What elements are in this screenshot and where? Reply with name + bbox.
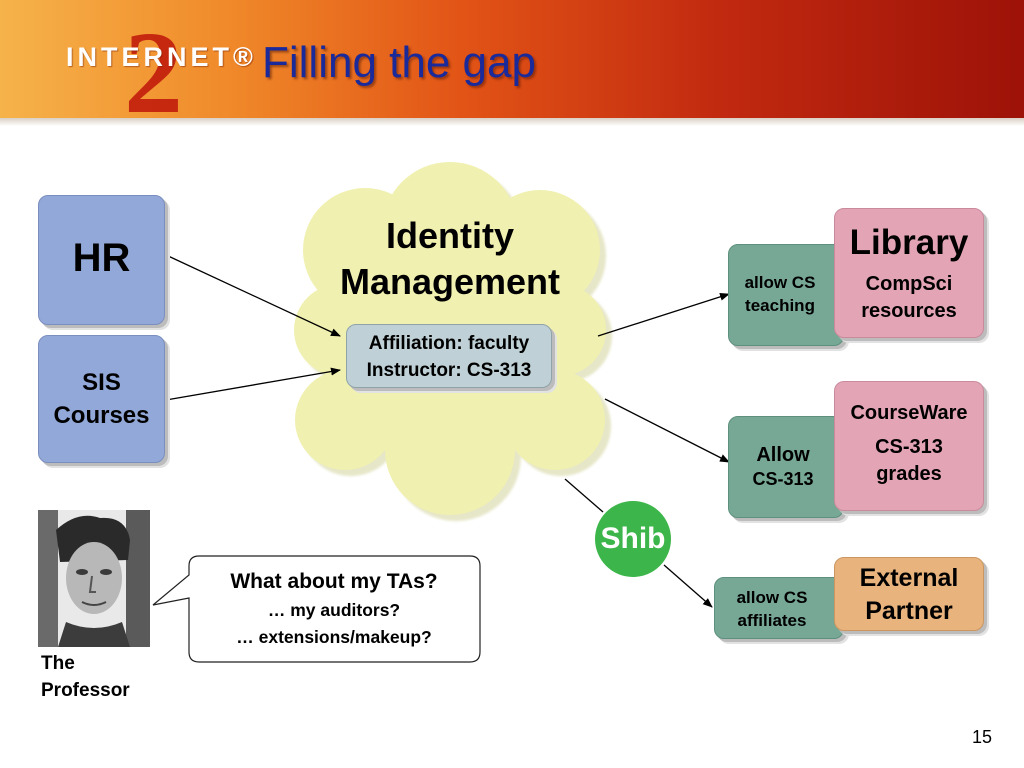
courseware-policy-line1: Allow: [756, 444, 810, 466]
external-title-line2: Partner: [865, 597, 953, 625]
arrow-idm-to-courseware: [604, 398, 730, 463]
external-policy-line2: affiliates: [737, 611, 807, 630]
speech-bubble: [152, 555, 481, 663]
professor-caption: The Professor: [41, 650, 130, 704]
library-title: Library: [849, 223, 969, 262]
courses-label: Courses: [53, 402, 150, 429]
idm-title-line2: Management: [339, 261, 561, 302]
speech-bubble-text: What about my TAs? … my auditors? … exte…: [189, 567, 479, 651]
library-sub-line1: CompSci: [865, 273, 953, 295]
identity-management-title: Identity Management: [305, 213, 595, 305]
identity-cloud: [294, 162, 612, 521]
header-banner: [0, 0, 1024, 118]
arrow-sis-to-idm: [165, 367, 341, 401]
library-policy-line2: teaching: [745, 296, 815, 315]
library-sub-line2: resources: [861, 300, 957, 322]
logo-numeral: 2: [124, 7, 183, 138]
courseware-sub-line1: CS-313: [875, 436, 943, 458]
external-policy-line1: allow CS: [736, 588, 808, 607]
external-partner-box: External Partner: [834, 557, 984, 631]
line-idm-to-shib: [564, 478, 604, 513]
affiliation-attr: Affiliation: faculty: [368, 333, 530, 354]
courseware-policy-line2: CS-313: [752, 469, 814, 489]
courseware-title: CourseWare: [850, 402, 968, 424]
affiliation-attributes-box: Affiliation: faculty Instructor: CS-313: [346, 324, 552, 388]
courseware-sub-line2: grades: [876, 463, 942, 485]
internet2-logo-graphic: 2: [124, 7, 183, 138]
arrow-idm-to-library: [597, 292, 730, 337]
header-shadow: [0, 118, 1024, 126]
speech-line1: What about my TAs?: [230, 570, 438, 593]
sis-courses-box: SIS Courses: [38, 335, 165, 463]
library-policy-line1: allow CS: [744, 273, 816, 292]
arrow-hr-to-idm: [165, 254, 341, 337]
library-policy-box: allow CS teaching: [728, 244, 844, 346]
speech-line2: … my auditors?: [267, 600, 401, 620]
arrow-shib-to-external: [663, 564, 713, 608]
professor-caption-line1: The: [41, 653, 75, 674]
hr-box: HR: [38, 195, 165, 325]
instructor-attr: Instructor: CS-313: [366, 360, 532, 381]
professor-caption-line2: Professor: [41, 680, 130, 701]
slide-title: Filling the gap: [262, 38, 536, 87]
internet2-logo-text: INTERNET®: [66, 42, 257, 73]
shib-node: Shib: [595, 501, 671, 577]
sis-label: SIS: [82, 369, 121, 396]
professor-photo: [38, 510, 150, 647]
speech-line3: … extensions/makeup?: [236, 627, 432, 647]
hr-label: HR: [72, 236, 131, 280]
courseware-policy-box: Allow CS-313: [728, 416, 844, 518]
professor-portrait-image: [38, 510, 150, 647]
library-box: Library CompSci resources: [834, 208, 984, 338]
idm-title-line1: Identity: [385, 215, 514, 256]
external-title-line1: External: [859, 564, 959, 592]
page-number: 15: [971, 727, 992, 747]
external-policy-box: allow CS affiliates: [714, 577, 844, 639]
courseware-box: CourseWare CS-313 grades: [834, 381, 984, 511]
logo-word: INTERNET®: [66, 42, 257, 72]
